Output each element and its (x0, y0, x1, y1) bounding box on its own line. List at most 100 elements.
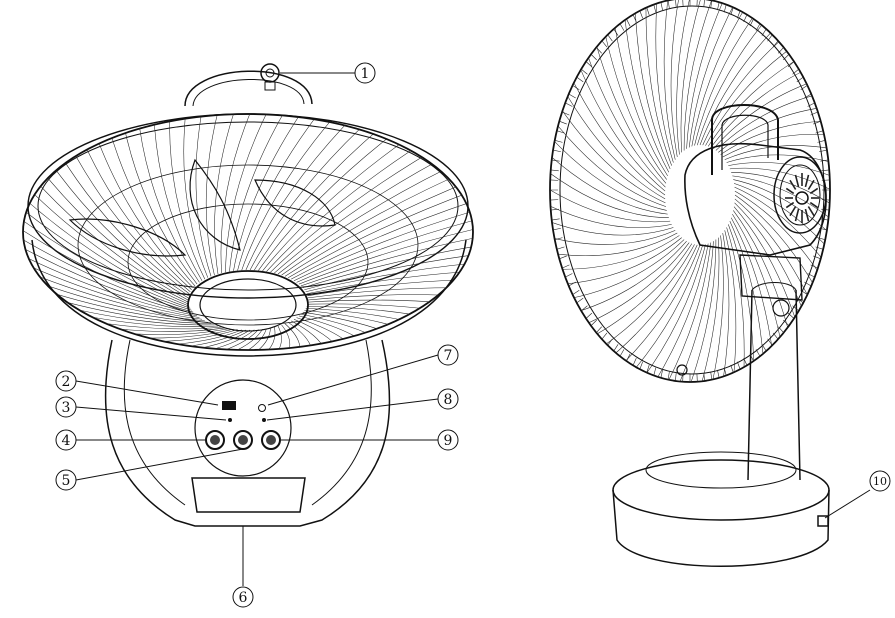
side-view-fan (540, 0, 860, 566)
grill-wire (552, 160, 560, 161)
center-badge (188, 271, 308, 339)
callout-8-label: 8 (444, 392, 453, 408)
grill-wire (554, 238, 682, 285)
callout-1: 1 (355, 63, 375, 83)
grill-wire (236, 327, 275, 370)
grill-wire (568, 71, 665, 195)
timer-knob-icon (261, 64, 279, 90)
indicator-light-left (228, 418, 232, 422)
grill-wire (788, 313, 794, 318)
grill-wire (602, 333, 607, 339)
callout-3: 3 (56, 397, 76, 417)
grill-wire (668, 0, 669, 8)
grill-wire (750, 19, 754, 26)
callout-6-label: 6 (239, 590, 248, 606)
grill-wire (684, 0, 720, 150)
grill-wire (647, 7, 649, 15)
motor-housing (685, 144, 826, 255)
grill-wire (551, 170, 559, 171)
grill-wire (626, 354, 630, 361)
grill-wire (795, 209, 798, 221)
grill-wire (577, 298, 583, 303)
grill-wire (640, 11, 643, 18)
grill-wire (308, 300, 467, 305)
grill-wire (559, 121, 566, 124)
grill-wire (790, 180, 796, 189)
grill-wire (717, 370, 719, 378)
grill-wire (586, 313, 592, 318)
grill-wire (565, 103, 572, 107)
grill-wire (552, 219, 560, 220)
grill-wire (778, 47, 783, 53)
stand-pole (748, 290, 800, 480)
callout-10-label: 10 (873, 475, 887, 488)
grill-wire (805, 175, 808, 187)
grill-wire (566, 241, 687, 315)
grill-wire (549, 235, 679, 269)
grill-wire (661, 2, 663, 10)
grill-wire (602, 21, 666, 180)
grill-wire (573, 85, 580, 89)
callout-1-label: 1 (361, 66, 370, 82)
grill-wire (692, 0, 757, 146)
grill-wire (555, 140, 563, 142)
grill-wire (721, 121, 851, 155)
power-button-icon (206, 431, 224, 449)
grill-wire (308, 295, 476, 300)
callout-2: 2 (56, 371, 76, 391)
grill-wire (121, 108, 198, 284)
grill-wire (675, 373, 676, 381)
grill-wire (551, 117, 666, 207)
grill-wire (783, 320, 789, 326)
front-handle-slot (192, 478, 305, 512)
grill-wire (705, 35, 809, 146)
side-grill-mesh (540, 0, 860, 415)
grill-wire (687, 0, 733, 149)
grill-wire (620, 349, 624, 356)
grill-wire (308, 288, 484, 298)
grill-wire (733, 180, 853, 257)
callout-6: 6 (233, 587, 253, 607)
grill-wire (602, 41, 607, 47)
callout-4-label: 4 (62, 433, 71, 449)
grill-wire (590, 244, 694, 355)
grill-wire (278, 157, 470, 274)
grill-wire (756, 349, 760, 356)
control-panel (195, 380, 291, 476)
grill-wire (700, 13, 790, 145)
grill-wire (679, 240, 715, 414)
display-window (222, 401, 236, 410)
grill-wire (562, 265, 569, 268)
grill-wire (573, 290, 580, 294)
grill-wire (640, 362, 643, 369)
grill-wire (704, 373, 705, 381)
callout-9: 9 (438, 430, 458, 450)
grill-wire (654, 368, 656, 376)
grill-wire (600, 245, 698, 366)
callout-4: 4 (56, 430, 76, 450)
grill-wire (584, 44, 666, 187)
front-view-fan (0, 64, 508, 526)
grill-wire (218, 328, 271, 369)
grill-wire (786, 188, 793, 193)
grill-wire (731, 365, 733, 373)
grill-wire (551, 209, 559, 210)
grill-wire (821, 170, 829, 171)
grill-wire (577, 77, 583, 82)
grill-wire (664, 0, 675, 160)
grill-wire (734, 183, 849, 273)
grill-wire (614, 344, 618, 351)
grill-wire (733, 210, 797, 369)
grill-wire (543, 230, 676, 244)
grill-wire (608, 35, 613, 41)
grill-wire (819, 150, 827, 152)
callout-9-label: 9 (444, 433, 453, 449)
grill-wire (557, 247, 565, 249)
grill-wire (704, 0, 705, 7)
remote-sensor (259, 405, 266, 412)
grill-wire (105, 113, 195, 286)
grill-wire (773, 41, 778, 47)
grill-wire (810, 188, 817, 193)
grill-wire (717, 2, 719, 10)
grill-wire (730, 221, 766, 396)
